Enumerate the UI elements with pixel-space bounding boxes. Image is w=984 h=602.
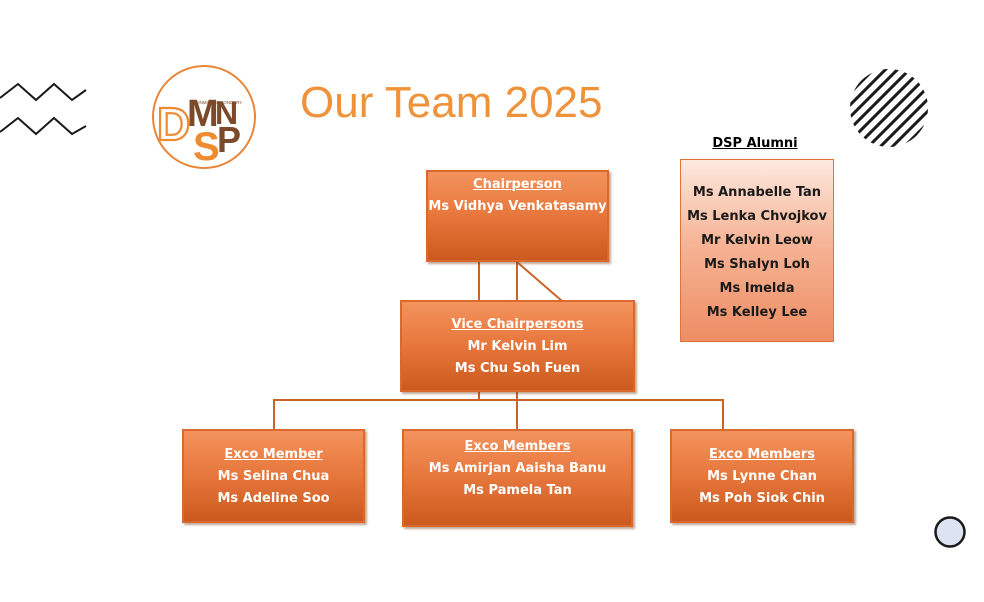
hatched-circle-decoration <box>850 69 928 147</box>
connector-vice-down-center <box>516 390 518 430</box>
exco-member-name: Ms Adeline Soo <box>217 491 330 506</box>
alumni-name: Ms Shalyn Loh <box>704 257 810 272</box>
zigzag-decoration <box>0 82 87 136</box>
alumni-name: Ms Annabelle Tan <box>692 185 822 200</box>
alumni-name: Mr Kelvin Leow <box>701 233 813 248</box>
exco-heading: Exco Member <box>224 447 323 462</box>
exco-member-name: Ms Poh Siok Chin <box>699 491 825 506</box>
connector-chair-vice-diagonal <box>516 261 563 302</box>
exco-member-name: Ms Selina Chua <box>217 469 330 484</box>
logo-letter-n: N <box>215 95 238 131</box>
exco-member-name: Ms Amirjan Aaisha Banu <box>428 461 607 476</box>
alumni-name: Ms Kelley Lee <box>706 305 808 320</box>
alumni-box: Ms Annabelle Tan Ms Lenka Chvojkov Mr Ke… <box>680 159 834 342</box>
exco-member-name: Ms Lynne Chan <box>707 469 817 484</box>
alumni-heading: DSP Alumni <box>712 136 798 151</box>
connector-exco-left <box>273 399 275 430</box>
exco-heading: Exco Members <box>709 447 815 462</box>
logo-letter-m: M <box>187 93 219 135</box>
connector-chair-vice-left <box>478 261 480 301</box>
exco-heading: Exco Members <box>464 439 571 454</box>
vice-chairpersons-box: Vice Chairpersons Mr Kelvin Lim Ms Chu S… <box>400 300 635 392</box>
alumni-name: Ms Imelda <box>719 281 795 296</box>
logo-letter-p: P <box>217 119 241 160</box>
connector-horizontal-bar <box>273 399 724 401</box>
school-logo: D M N S P DUNMAN SECONDARY <box>151 64 257 170</box>
exco-box-2: Exco Members Ms Amirjan Aaisha Banu Ms P… <box>402 429 633 527</box>
chairperson-box: Chairperson Ms Vidhya Venkatasamy <box>426 170 609 262</box>
small-circle-decoration <box>934 516 966 548</box>
exco-box-1: Exco Member Ms Selina Chua Ms Adeline So… <box>182 429 365 523</box>
page-title: Our Team 2025 <box>300 78 603 127</box>
logo-letter-d: D <box>157 98 190 150</box>
exco-member-name: Ms Pamela Tan <box>463 483 572 498</box>
vice-chairperson-name: Mr Kelvin Lim <box>467 339 568 354</box>
vice-chairpersons-heading: Vice Chairpersons <box>451 317 584 332</box>
exco-box-3: Exco Members Ms Lynne Chan Ms Poh Siok C… <box>670 429 854 523</box>
connector-exco-right <box>722 399 724 430</box>
connector-vice-down-left <box>478 390 480 400</box>
vice-chairperson-name: Ms Chu Soh Fuen <box>454 361 581 376</box>
logo-small-text: DUNMAN SECONDARY <box>193 100 242 105</box>
chairperson-heading: Chairperson <box>473 177 562 192</box>
connector-chair-vice-center <box>516 261 518 301</box>
logo-letter-s: S <box>193 125 220 169</box>
chairperson-name: Ms Vidhya Venkatasamy <box>428 199 607 214</box>
alumni-name: Ms Lenka Chvojkov <box>687 209 827 224</box>
